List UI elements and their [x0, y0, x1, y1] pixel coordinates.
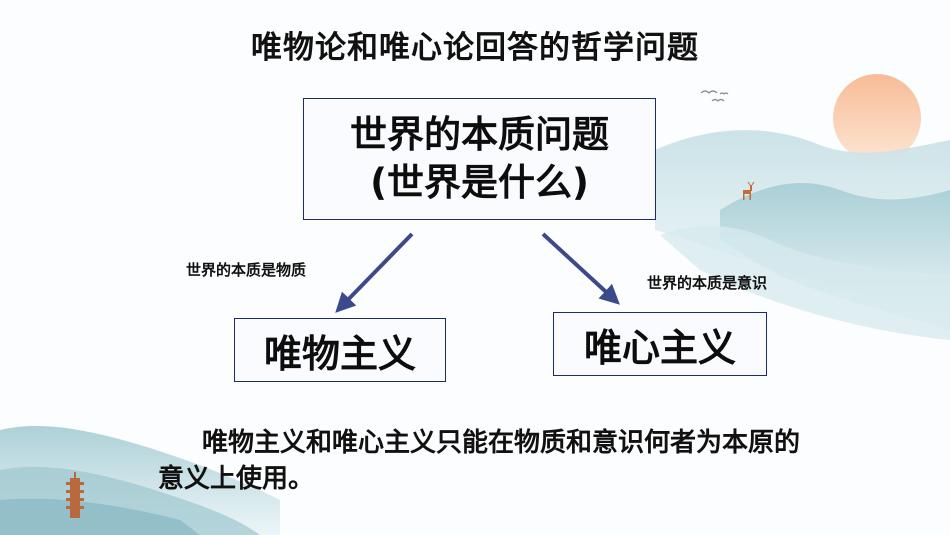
pagoda-icon: [66, 472, 84, 518]
birds-icon: [700, 90, 729, 102]
edge-label-idealism: 世界的本质是意识: [647, 274, 768, 292]
arrow-left: [335, 232, 414, 313]
conclusion-paragraph: 唯物主义和唯心主义只能在物质和意识何者为本原的意义上使用。: [158, 425, 818, 497]
slide-title: 唯物论和唯心论回答的哲学问题: [251, 30, 699, 66]
arrow-right: [541, 232, 620, 305]
main-question-line2: (世界是什么): [370, 161, 589, 204]
deer-icon: [743, 181, 755, 200]
conclusion-text: 唯物主义和唯心主义只能在物质和意识何者为本原的意义上使用。: [158, 428, 801, 494]
edge-label-materialism: 世界的本质是物质: [186, 261, 307, 279]
node-idealism: 唯心主义: [553, 312, 767, 376]
main-question-line1: 世界的本质问题: [350, 113, 609, 156]
main-question-box: 世界的本质问题 (世界是什么): [303, 98, 656, 220]
sun-icon: [833, 74, 921, 162]
node-materialism: 唯物主义: [234, 318, 446, 382]
